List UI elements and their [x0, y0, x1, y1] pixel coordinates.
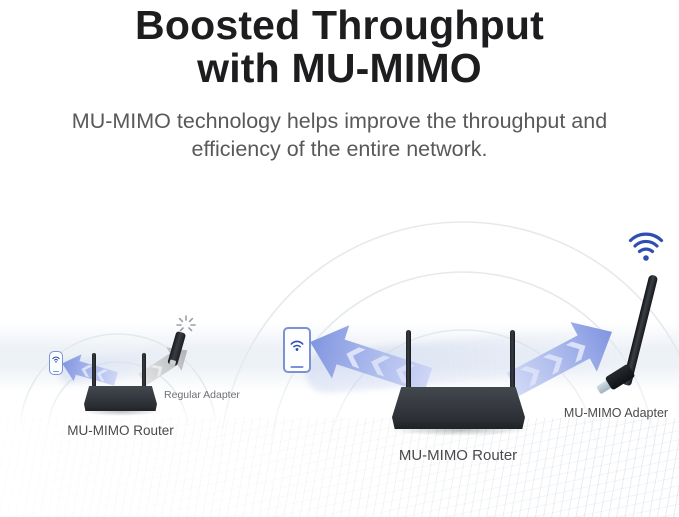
router-shadow — [82, 407, 160, 416]
wifi-signal-icon — [290, 340, 304, 351]
page-title: Boosted Throughput with MU-MIMO — [0, 4, 679, 89]
right-router-label: MU-MIMO Router — [398, 447, 518, 464]
blue-arrow-to-phone — [310, 325, 432, 393]
floor-grid — [0, 418, 679, 517]
left-router-label: MU-MIMO Router — [67, 423, 174, 438]
wifi-arcs-small — [20, 333, 217, 432]
blue-arrow-to-adapter — [506, 322, 612, 396]
router-antenna — [406, 330, 411, 388]
router-antenna — [142, 353, 146, 387]
router-antenna — [510, 330, 515, 388]
mu-mimo-router-small — [84, 386, 157, 411]
wifi-signal-icon — [628, 232, 664, 261]
regular-adapter-label: Regular Adapter — [164, 389, 240, 401]
phone-home-line — [290, 366, 304, 368]
title-line-2: with MU-MIMO — [197, 44, 482, 91]
subtitle-line-2: efficiency of the entire network. — [191, 136, 488, 161]
mu-mimo-router-large — [392, 387, 525, 429]
weak-signal-burst-icon — [176, 315, 196, 332]
phone-home-line — [53, 370, 59, 372]
blue-arrow-small — [62, 354, 118, 386]
smartphone-icon-small — [49, 351, 63, 375]
mu-mimo-adapter-label: MU-MIMO Adapter — [563, 406, 669, 420]
page-subtitle: MU-MIMO technology helps improve the thr… — [0, 108, 679, 164]
title-line-1: Boosted Throughput — [135, 2, 544, 48]
router-antenna — [92, 353, 96, 387]
wifi-arcs-large — [219, 221, 679, 467]
router-shadow — [388, 424, 530, 436]
wifi-signal-icon — [52, 356, 60, 363]
smartphone-icon-large — [283, 327, 311, 373]
subtitle-line-1: MU-MIMO technology helps improve the thr… — [71, 109, 608, 133]
